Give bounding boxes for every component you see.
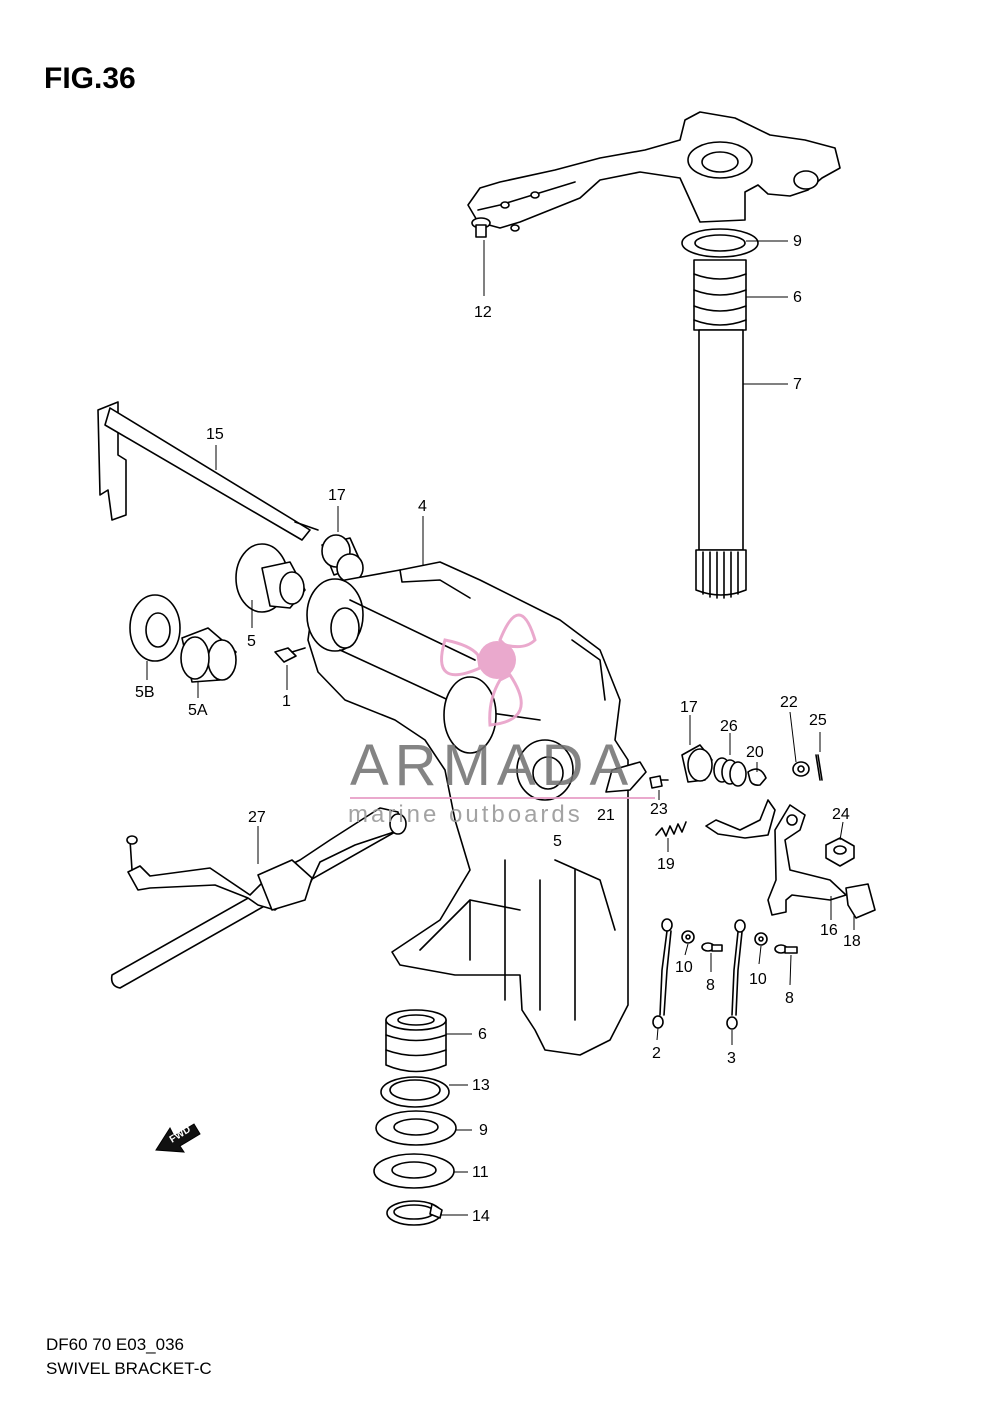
upper-bushing bbox=[693, 259, 747, 331]
bushing-5-left bbox=[235, 543, 306, 613]
washer-10-left bbox=[681, 930, 695, 944]
spring-19 bbox=[655, 821, 687, 837]
tilt-rod bbox=[97, 401, 319, 541]
washer-10-right bbox=[754, 932, 768, 946]
callout-label: 21 bbox=[597, 807, 615, 824]
tilt-lock-lever bbox=[767, 804, 847, 916]
callout-label: 5B bbox=[135, 684, 155, 701]
watermark-brand: ARMADA bbox=[350, 733, 634, 798]
callout-label: 3 bbox=[727, 1050, 736, 1067]
callout-label: 8 bbox=[706, 977, 715, 994]
callout-label: 15 bbox=[206, 426, 224, 443]
plate-21 bbox=[605, 761, 647, 793]
callout-label: 23 bbox=[650, 801, 668, 818]
lower-bushing bbox=[385, 1009, 447, 1073]
washer-11 bbox=[373, 1153, 455, 1189]
tilt-lock-arm bbox=[705, 799, 776, 839]
lever-grip bbox=[845, 883, 876, 919]
washer-5b bbox=[129, 594, 181, 662]
callout-label: 9 bbox=[479, 1122, 488, 1139]
watermark-tagline: marine outboards bbox=[348, 801, 583, 828]
callouts: 9 6 7 12 15 17 4 5 1 5B 5A 17 22 25 26 2… bbox=[135, 233, 861, 1225]
section-name: SWIVEL BRACKET-C bbox=[46, 1359, 212, 1378]
steering-bracket bbox=[467, 111, 841, 232]
callout-label: 8 bbox=[785, 990, 794, 1007]
washer-9-lower bbox=[375, 1110, 457, 1146]
forward-arrow-icon: FWD bbox=[155, 1123, 201, 1153]
callout-label: 1 bbox=[282, 693, 291, 710]
callout-label: 13 bbox=[472, 1077, 490, 1094]
clip-20 bbox=[747, 768, 767, 786]
bush-17-right bbox=[681, 744, 713, 783]
swivel-bracket bbox=[306, 561, 629, 1056]
callout-label: 5A bbox=[188, 702, 208, 719]
bolt-12 bbox=[471, 217, 491, 238]
callout-label: 19 bbox=[657, 856, 675, 873]
callout-label: 26 bbox=[720, 718, 738, 735]
ground-lead-3 bbox=[726, 919, 746, 1030]
callout-label: 14 bbox=[472, 1208, 490, 1225]
screw-8-left bbox=[701, 942, 723, 952]
screw-8-right bbox=[774, 944, 798, 954]
callout-label: 5 bbox=[553, 833, 562, 850]
callout-label: 25 bbox=[809, 712, 827, 729]
bush-17-upper bbox=[321, 534, 364, 583]
leader-lines bbox=[146, 240, 855, 1216]
spring-26 bbox=[713, 757, 747, 787]
figure-title: FIG.36 bbox=[44, 62, 136, 95]
bushing-5a bbox=[180, 627, 237, 683]
cotter-pin-25 bbox=[815, 754, 823, 781]
callout-label: 10 bbox=[675, 959, 693, 976]
link-rod bbox=[110, 807, 407, 989]
watermark: ARMADA marine outboards bbox=[348, 613, 655, 828]
callout-label: 17 bbox=[328, 487, 346, 504]
callout-label: 20 bbox=[746, 744, 764, 761]
model-code: DF60 70 E03_036 bbox=[46, 1335, 184, 1354]
screw-23 bbox=[649, 775, 669, 789]
callout-label: 27 bbox=[248, 809, 266, 826]
callout-label: 5 bbox=[247, 633, 256, 650]
washer-22 bbox=[792, 761, 810, 777]
callout-label: 6 bbox=[478, 1026, 487, 1043]
steering-shaft bbox=[695, 329, 747, 599]
callout-label: 4 bbox=[418, 498, 427, 515]
callout-label: 6 bbox=[793, 289, 802, 306]
callout-label: 2 bbox=[652, 1045, 661, 1062]
callout-label: 18 bbox=[843, 933, 861, 950]
callout-label: 9 bbox=[793, 233, 802, 250]
nut-24 bbox=[825, 837, 855, 867]
circlip-14 bbox=[386, 1200, 443, 1226]
callout-label: 16 bbox=[820, 922, 838, 939]
washer-13 bbox=[380, 1076, 450, 1108]
thrust-washer bbox=[681, 228, 759, 258]
callout-label: 7 bbox=[793, 376, 802, 393]
callout-label: 12 bbox=[474, 304, 492, 321]
callout-label: 17 bbox=[680, 699, 698, 716]
grease-nipple bbox=[274, 647, 306, 663]
callout-label: 10 bbox=[749, 971, 767, 988]
callout-label: 11 bbox=[472, 1164, 489, 1181]
callout-label: 24 bbox=[832, 806, 850, 823]
ground-lead-2 bbox=[652, 918, 673, 1029]
callout-label: 22 bbox=[780, 694, 798, 711]
propeller-logo-icon bbox=[440, 613, 537, 727]
